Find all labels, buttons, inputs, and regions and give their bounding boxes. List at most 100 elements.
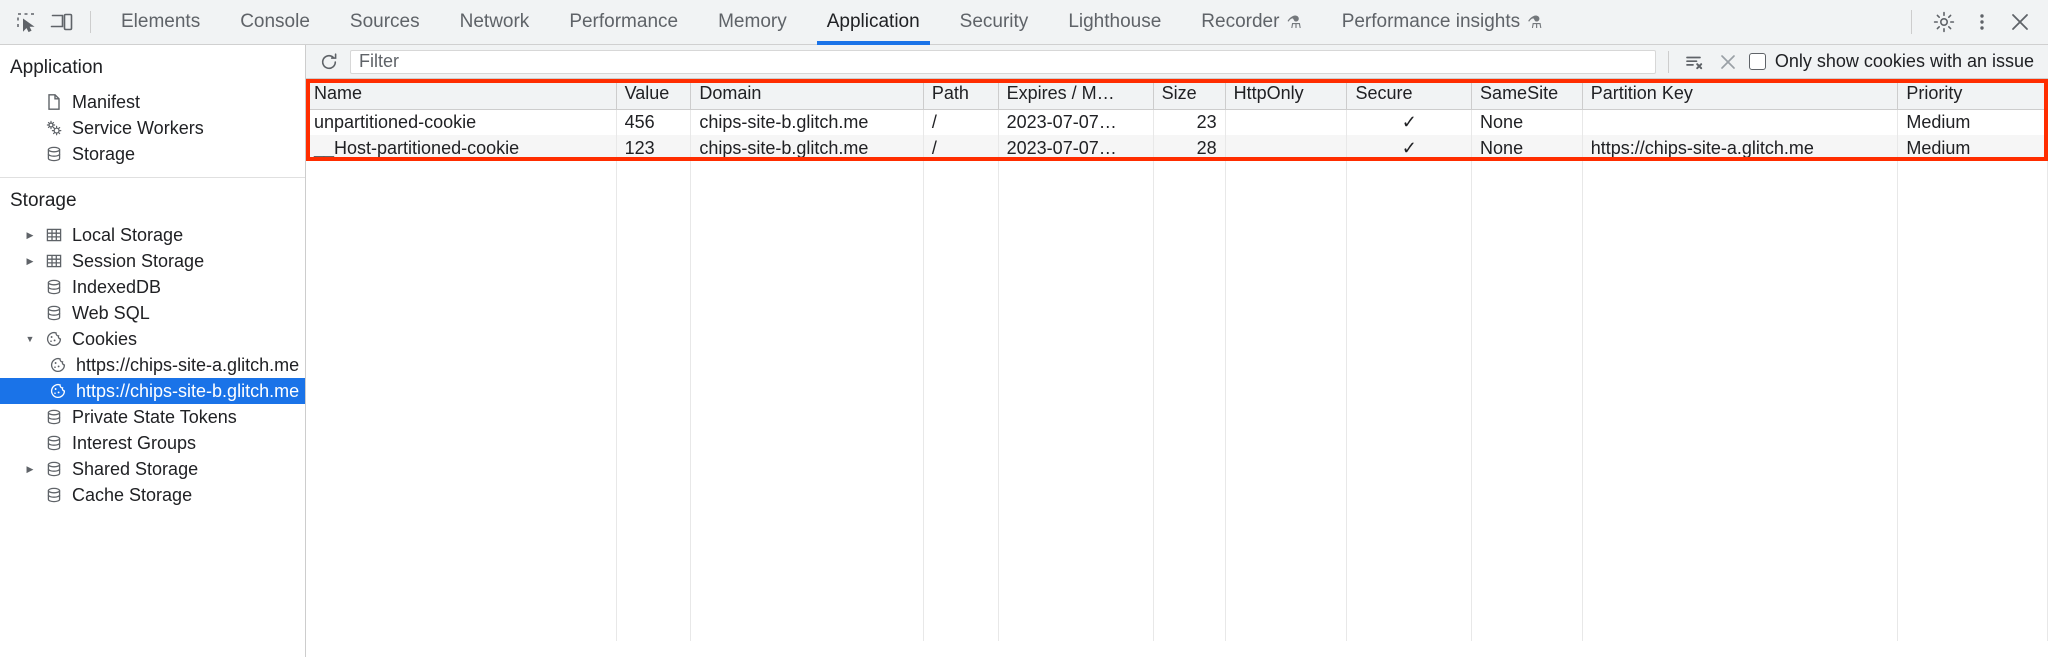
sidebar-item-local-storage[interactable]: ▶ Local Storage	[0, 222, 305, 248]
close-icon[interactable]	[2002, 4, 2038, 40]
tab-console[interactable]: Console	[220, 0, 330, 45]
tab-label: Console	[240, 11, 310, 32]
cell-httponly	[1225, 109, 1348, 135]
tab-performance-insights[interactable]: Performance insights ⚗	[1322, 0, 1563, 45]
clear-filter-icon[interactable]	[1681, 49, 1707, 75]
filler-cell	[1582, 161, 1899, 641]
column-header-path[interactable]: Path	[923, 79, 999, 110]
sidebar-item-session-storage[interactable]: ▶ Session Storage	[0, 248, 305, 274]
tab-recorder[interactable]: Recorder ⚗	[1181, 0, 1321, 45]
filter-input[interactable]	[350, 49, 1656, 74]
cell-path: /	[923, 109, 999, 135]
filler-cell	[1897, 161, 2048, 641]
column-header-domain[interactable]: Domain	[690, 79, 924, 110]
tab-memory[interactable]: Memory	[698, 0, 807, 45]
cell-samesite: None	[1471, 135, 1583, 161]
table-icon	[44, 225, 64, 245]
tab-label: Lighthouse	[1068, 11, 1162, 32]
cell-value: 456	[616, 109, 692, 135]
tab-application[interactable]: Application	[807, 0, 940, 45]
experimental-flask-icon: ⚗	[1527, 12, 1543, 32]
sidebar-item-label: Storage	[72, 144, 136, 164]
cell-name: unpartitioned-cookie	[306, 109, 617, 135]
table-row[interactable]: unpartitioned-cookie 456 chips-site-b.gl…	[306, 109, 2048, 135]
sidebar-item-storage-overview[interactable]: ▶ Storage	[0, 141, 305, 167]
chevron-down-icon[interactable]: ▼	[25, 334, 35, 344]
chevron-right-icon[interactable]: ▶	[26, 463, 34, 474]
tab-lighthouse[interactable]: Lighthouse	[1048, 0, 1181, 45]
cell-partition-key: https://chips-site-a.glitch.me	[1582, 135, 1899, 161]
filler-cell	[923, 161, 999, 641]
sidebar-item-cookies[interactable]: ▼ Cookies	[0, 326, 305, 352]
sidebar-item-label: Cookies	[72, 329, 138, 349]
tab-security[interactable]: Security	[940, 0, 1049, 45]
clear-all-icon[interactable]	[1715, 49, 1741, 75]
sidebar-item-shared-storage[interactable]: ▶ Shared Storage	[0, 456, 305, 482]
sidebar-item-cookies-chips-site-b[interactable]: https://chips-site-b.glitch.me	[0, 378, 305, 404]
column-header-value[interactable]: Value	[616, 79, 692, 110]
cookie-icon	[48, 355, 68, 375]
cell-secure: ✓	[1346, 135, 1473, 161]
filler-cell	[1346, 161, 1473, 641]
chevron-right-icon[interactable]: ▶	[26, 255, 34, 266]
sidebar-item-label: Cache Storage	[72, 485, 193, 505]
panel-tabs: Elements Console Sources Network Perform…	[101, 0, 1562, 45]
sidebar-item-cookies-chips-site-a[interactable]: https://chips-site-a.glitch.me	[0, 352, 305, 378]
column-header-secure[interactable]: Secure	[1346, 79, 1473, 110]
cell-expires: 2023-07-07…	[998, 135, 1154, 161]
cell-partition-key	[1582, 109, 1899, 135]
sidebar-item-manifest[interactable]: ▶ Manifest	[0, 89, 305, 115]
experimental-flask-icon: ⚗	[1286, 12, 1302, 32]
sidebar-item-cache-storage[interactable]: ▶ Cache Storage	[0, 482, 305, 508]
cell-httponly	[1225, 135, 1348, 161]
tab-label: Network	[459, 11, 530, 32]
database-icon	[44, 277, 64, 297]
column-header-expires[interactable]: Expires / M…	[998, 79, 1154, 110]
sidebar-item-label: IndexedDB	[72, 277, 162, 297]
column-header-size[interactable]: Size	[1153, 79, 1226, 110]
column-header-partition-key[interactable]: Partition Key	[1582, 79, 1899, 110]
table-row[interactable]: __Host-partitioned-cookie 123 chips-site…	[306, 135, 2048, 161]
filler-cell	[1471, 161, 1583, 641]
table-filler-row	[306, 161, 2048, 641]
toolbar-divider	[90, 11, 91, 33]
sidebar-item-label: Private State Tokens	[72, 407, 237, 427]
chevron-right-icon[interactable]: ▶	[26, 229, 34, 240]
tab-sources[interactable]: Sources	[330, 0, 440, 45]
tab-elements[interactable]: Elements	[101, 0, 220, 45]
tab-network[interactable]: Network	[440, 0, 550, 45]
cookies-table-header-row: Name Value Domain Path Expires / M… Size…	[306, 79, 2048, 110]
column-header-priority[interactable]: Priority	[1897, 79, 2048, 110]
column-header-name[interactable]: Name	[306, 79, 617, 110]
cookies-table-area: Name Value Domain Path Expires / M… Size…	[306, 79, 2048, 657]
table-icon	[44, 251, 64, 271]
tab-label: Application	[826, 11, 920, 32]
sidebar-item-interest-groups[interactable]: ▶ Interest Groups	[0, 430, 305, 456]
sidebar-item-private-state-tokens[interactable]: ▶ Private State Tokens	[0, 404, 305, 430]
only-issues-checkbox-wrap[interactable]: Only show cookies with an issue	[1748, 51, 2040, 72]
storage-group: Storage ▶ Local Storage ▶	[0, 178, 305, 518]
cookies-filter-bar: Only show cookies with an issue	[306, 45, 2048, 79]
sidebar-item-indexeddb[interactable]: ▶ IndexedDB	[0, 274, 305, 300]
column-header-samesite[interactable]: SameSite	[1471, 79, 1583, 110]
sidebar-item-label: Session Storage	[72, 251, 205, 271]
cookie-icon	[48, 381, 68, 401]
only-issues-checkbox[interactable]	[1748, 53, 1766, 70]
filler-cell	[1225, 161, 1348, 641]
gear-icon[interactable]	[1926, 4, 1962, 40]
inspect-element-icon[interactable]	[8, 4, 44, 40]
cell-samesite: None	[1471, 109, 1583, 135]
sidebar-item-service-workers[interactable]: ▶ Service Workers	[0, 115, 305, 141]
toolbar-divider	[1911, 10, 1912, 34]
tab-performance[interactable]: Performance	[549, 0, 698, 45]
column-header-httponly[interactable]: HttpOnly	[1225, 79, 1348, 110]
database-icon	[44, 303, 64, 323]
device-toolbar-icon[interactable]	[44, 4, 80, 40]
sidebar-item-web-sql[interactable]: ▶ Web SQL	[0, 300, 305, 326]
refresh-icon[interactable]	[316, 49, 342, 75]
cell-secure: ✓	[1346, 109, 1473, 135]
kebab-menu-icon[interactable]	[1964, 4, 2000, 40]
cell-size: 28	[1153, 135, 1226, 161]
cell-priority: Medium	[1897, 135, 2048, 161]
sidebar-item-label: Local Storage	[72, 225, 184, 245]
